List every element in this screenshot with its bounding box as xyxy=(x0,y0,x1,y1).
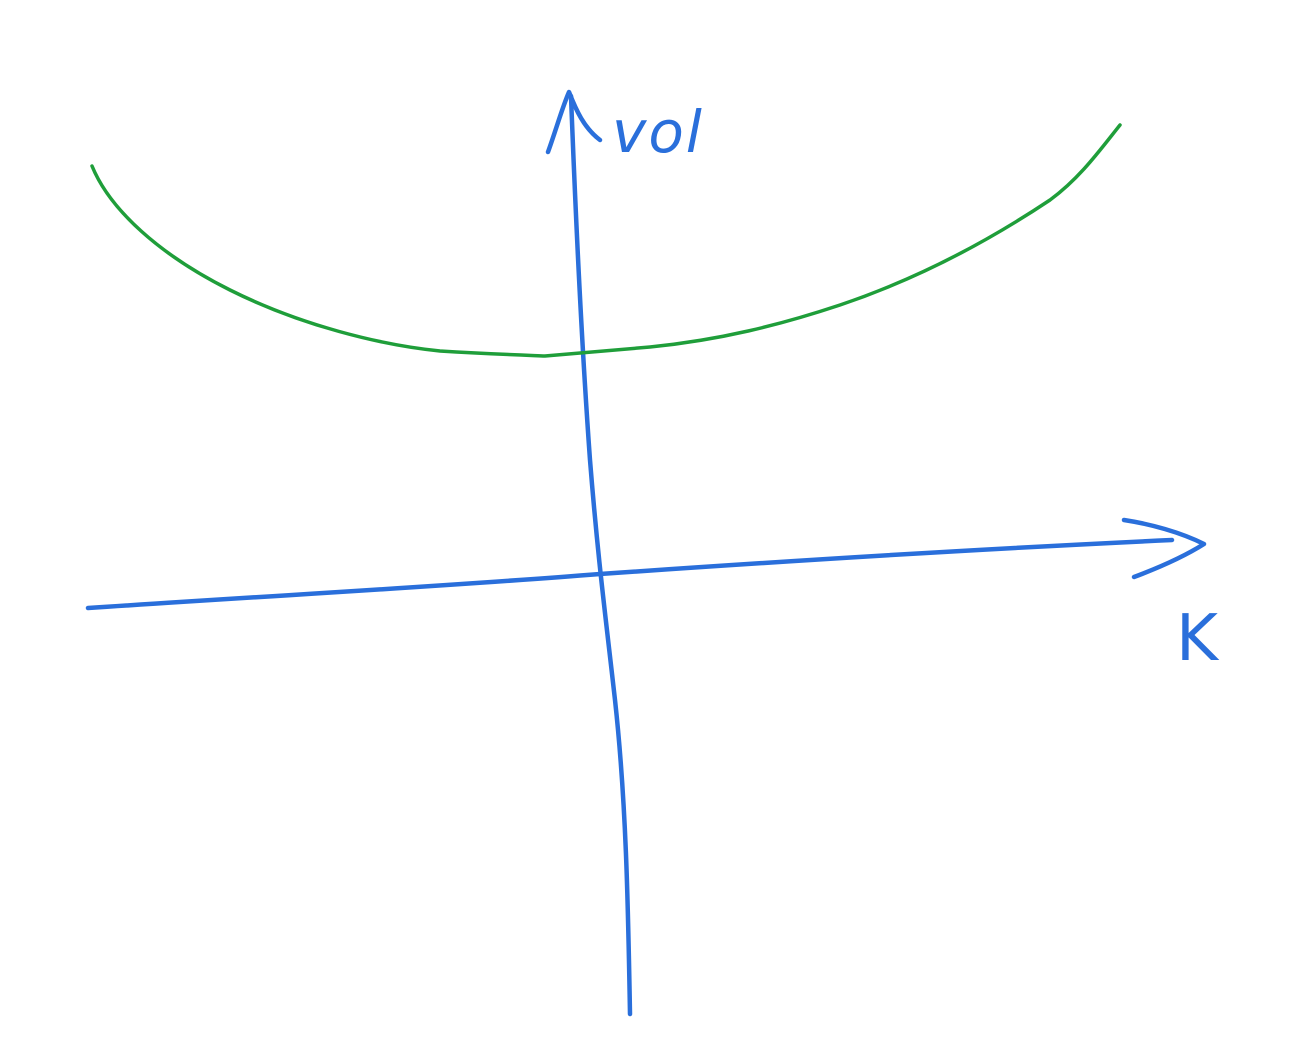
x-axis-arrowhead xyxy=(1121,517,1207,580)
y-axis-line xyxy=(568,93,633,1017)
x-axis-line xyxy=(85,537,1175,611)
x-axis-label: K xyxy=(1176,602,1220,676)
y-axis-label: vol xyxy=(612,98,704,166)
volatility-smile-curve xyxy=(90,123,1122,358)
y-axis-arrowhead xyxy=(545,89,603,155)
